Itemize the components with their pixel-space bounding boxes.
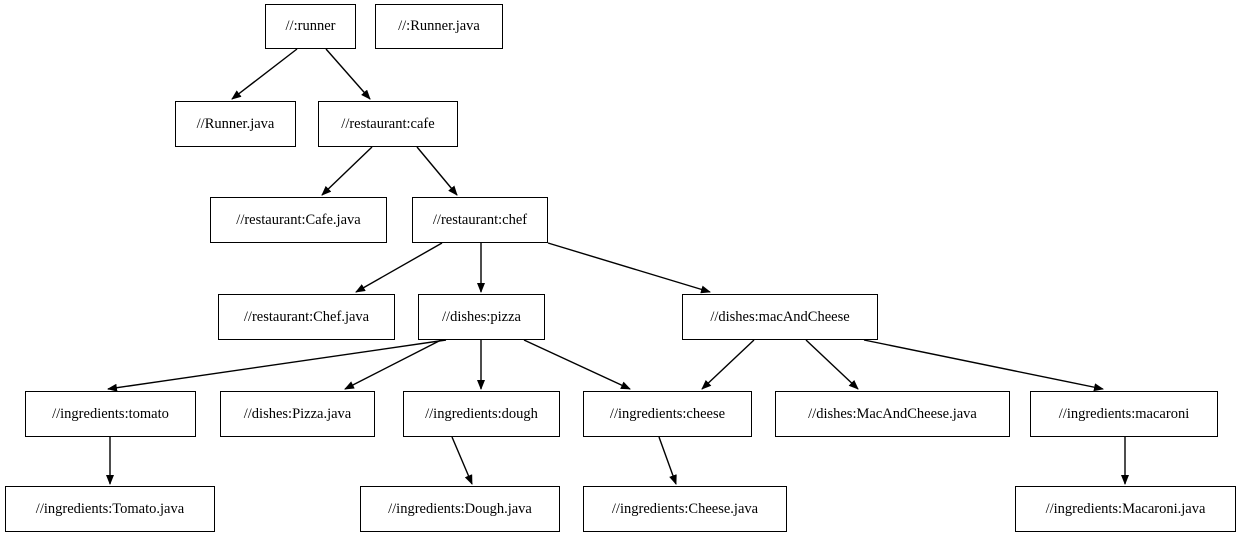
graph-node-label: //:runner [285, 18, 336, 35]
graph-node-label: //restaurant:chef [432, 211, 528, 228]
graph-node-label: //ingredients:Dough.java [388, 500, 532, 517]
graph-node-label: //ingredients:Macaroni.java [1045, 500, 1206, 517]
graph-node-label: //restaurant:Chef.java [243, 308, 370, 325]
graph-edge-dishes_pizza-to-ing_cheese [523, 339, 631, 390]
graph-node-label: //restaurant:cafe [341, 115, 435, 132]
graph-node-label: //dishes:Pizza.java [243, 405, 352, 422]
graph-node-label: //Runner.java [196, 115, 275, 132]
graph-node-restaurant_cafe_java[interactable]: //restaurant:Cafe.java [210, 197, 387, 243]
graph-edge-runner-to-runner_java [231, 48, 298, 100]
graph-node-label: //ingredients:Cheese.java [611, 500, 759, 517]
graph-edge-dishes_macandcheese-to-dishes_macandcheese_java [805, 339, 859, 390]
graph-node-ing_tomato[interactable]: //ingredients:tomato [25, 391, 196, 437]
graph-node-ing_macaroni_java[interactable]: //ingredients:Macaroni.java [1015, 486, 1236, 532]
graph-node-label: //ingredients:dough [425, 405, 538, 422]
graph-node-label: //ingredients:Tomato.java [35, 500, 185, 517]
graph-node-restaurant_chef[interactable]: //restaurant:chef [412, 197, 548, 243]
graph-node-ing_tomato_java[interactable]: //ingredients:Tomato.java [5, 486, 215, 532]
graph-node-label: //dishes:pizza [442, 308, 521, 325]
graph-edge-restaurant_cafe-to-restaurant_cafe_java [321, 146, 373, 196]
graph-node-runner[interactable]: //:runner [265, 4, 356, 49]
graph-node-dishes_macandcheese_java[interactable]: //dishes:MacAndCheese.java [775, 391, 1010, 437]
graph-node-dishes_macandcheese[interactable]: //dishes:macAndCheese [682, 294, 878, 340]
graph-edge-ing_cheese-to-ing_cheese_java [658, 436, 677, 485]
graph-node-ing_cheese_java[interactable]: //ingredients:Cheese.java [583, 486, 787, 532]
graph-node-ing_dough_java[interactable]: //ingredients:Dough.java [360, 486, 560, 532]
graph-node-label: //dishes:MacAndCheese.java [808, 405, 977, 422]
graph-node-label: //restaurant:Cafe.java [236, 211, 361, 228]
graph-edge-dishes_pizza-to-dishes_pizza_java [344, 339, 442, 390]
graph-node-label: //ingredients:cheese [609, 405, 726, 422]
graph-edge-ing_dough-to-ing_dough_java [451, 436, 473, 485]
graph-node-dishes_pizza[interactable]: //dishes:pizza [418, 294, 545, 340]
graph-edge-runner-to-restaurant_cafe [325, 48, 371, 100]
graph-node-label: //:Runner.java [398, 18, 480, 35]
graph-node-root_runner_java[interactable]: //:Runner.java [375, 4, 503, 49]
graph-node-ing_macaroni[interactable]: //ingredients:macaroni [1030, 391, 1218, 437]
graph-node-label: //ingredients:macaroni [1058, 405, 1190, 422]
graph-node-label: //ingredients:tomato [52, 405, 169, 422]
graph-edge-dishes_macandcheese-to-ing_cheese [701, 339, 755, 390]
graph-edge-restaurant_chef-to-restaurant_chef_java [355, 242, 443, 293]
graph-node-runner_java[interactable]: //Runner.java [175, 101, 296, 147]
graph-node-dishes_pizza_java[interactable]: //dishes:Pizza.java [220, 391, 375, 437]
graph-edge-dishes_macandcheese-to-ing_macaroni [863, 339, 1104, 392]
graph-node-ing_cheese[interactable]: //ingredients:cheese [583, 391, 752, 437]
graph-node-restaurant_chef_java[interactable]: //restaurant:Chef.java [218, 294, 395, 340]
graph-node-label: //dishes:macAndCheese [710, 308, 850, 325]
graph-node-restaurant_cafe[interactable]: //restaurant:cafe [318, 101, 458, 147]
graph-edge-dishes_pizza-to-ing_tomato [107, 339, 447, 392]
graph-edge-restaurant_chef-to-dishes_macandcheese [547, 242, 711, 294]
graph-node-ing_dough[interactable]: //ingredients:dough [403, 391, 560, 437]
graph-edge-restaurant_cafe-to-restaurant_chef [416, 146, 458, 196]
